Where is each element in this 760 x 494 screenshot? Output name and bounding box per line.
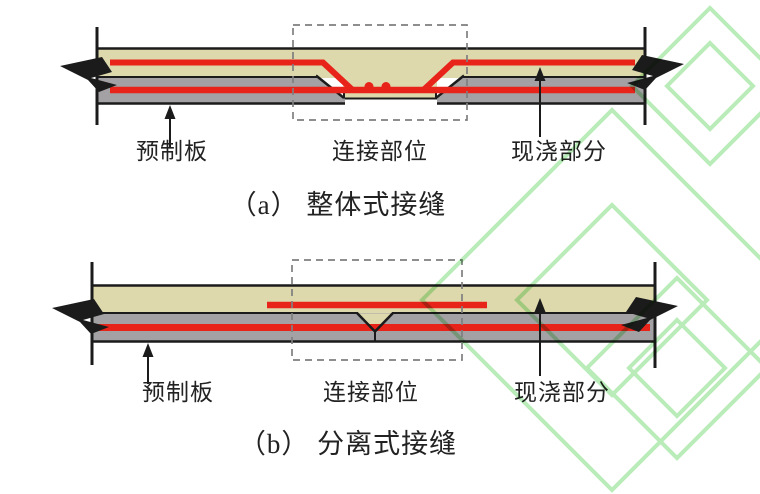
arrowhead-up-icon	[534, 67, 546, 81]
break-symbol-left-b	[52, 299, 109, 334]
label-cast-b: 现浇部分	[514, 380, 610, 405]
panel-a: 预制板 连接部位 现浇部分 （a） 整体式接缝	[60, 24, 684, 220]
v-notch-left-edge-b	[356, 312, 376, 333]
watermark-diamond-icon	[626, 317, 728, 419]
arrow-cast-b	[534, 298, 546, 376]
watermark-diamond-pattern	[419, 5, 760, 493]
joint-dashed-box-a	[292, 24, 468, 121]
label-precast-a: 预制板	[136, 139, 208, 164]
rebar-hook-left-a	[364, 82, 374, 91]
rebar-top-left-a	[110, 59, 355, 92]
label-joint-a: 连接部位	[332, 139, 428, 164]
arrowhead-up-icon	[142, 343, 154, 357]
v-notch-right-edge-b	[374, 312, 394, 333]
arrowhead-up-icon	[164, 105, 176, 119]
caption-a: （a） 整体式接缝	[230, 190, 447, 220]
break-symbol-right-b	[621, 297, 678, 332]
rebar-top-right-a	[421, 59, 635, 92]
break-symbol-left-a	[60, 57, 117, 92]
v-notch-fill-b	[357, 313, 393, 332]
arrow-precast-b	[142, 343, 154, 384]
watermark-diamond-icon	[584, 275, 760, 461]
caption-b: （b） 分离式接缝	[239, 429, 457, 459]
label-joint-b: 连接部位	[323, 380, 419, 405]
label-cast-a: 现浇部分	[511, 139, 607, 164]
rebar-hook-right-a	[381, 82, 391, 91]
break-symbol-right-a	[627, 55, 684, 90]
topping-layer-b	[92, 285, 655, 313]
arrowhead-up-icon	[534, 298, 546, 312]
watermark-diamond-icon	[664, 40, 756, 132]
arrow-cast-a	[534, 67, 546, 137]
arrow-precast-a	[164, 105, 176, 147]
label-precast-b: 预制板	[142, 380, 214, 405]
joint-dashed-box-b	[291, 259, 463, 361]
watermark-diamond-icon	[419, 107, 760, 493]
watermark-diamond-icon	[629, 5, 760, 167]
panel-b: 预制板 连接部位 现浇部分 （b） 分离式接缝	[52, 259, 678, 459]
